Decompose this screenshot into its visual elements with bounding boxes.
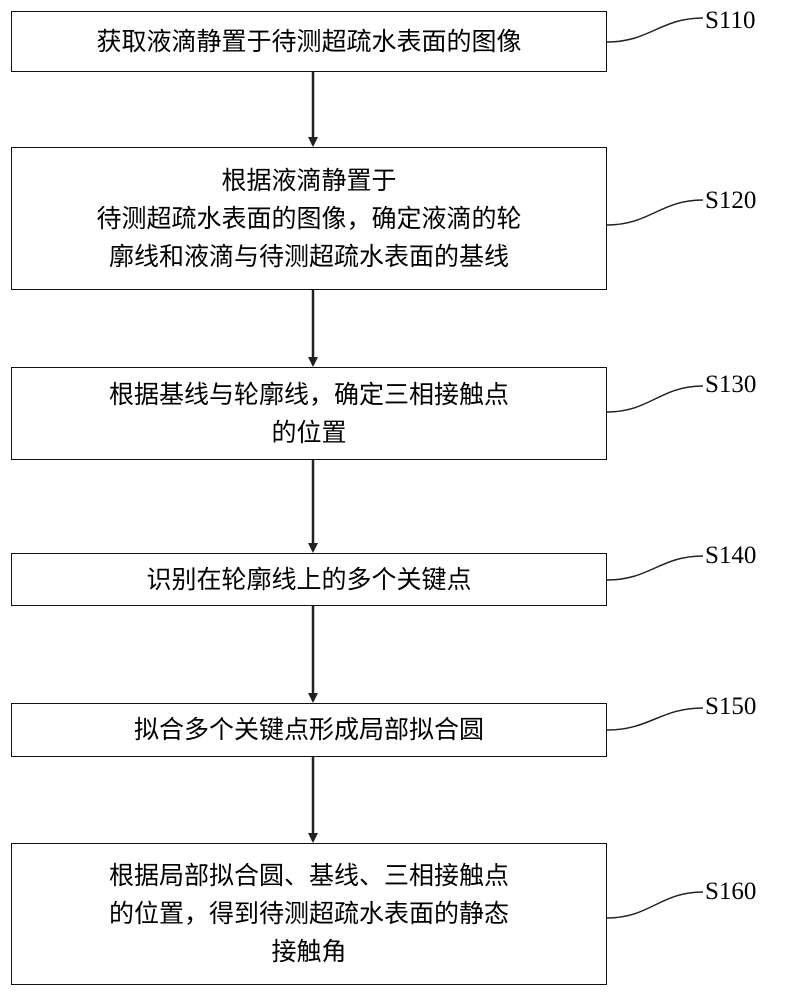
step-box-s110: 获取液滴静置于待测超疏水表面的图像 xyxy=(11,11,607,72)
leader-s140 xyxy=(606,555,704,581)
step-label-s130: S130 xyxy=(705,371,757,398)
step-box-s130: 根据基线与轮廓线，确定三相接触点 的位置 xyxy=(11,367,607,460)
step-label-s150: S150 xyxy=(705,693,757,720)
step-text-s130: 根据基线与轮廓线，确定三相接触点 的位置 xyxy=(108,379,509,447)
leader-s150 xyxy=(606,707,704,731)
step-box-s120: 根据液滴静置于 待测超疏水表面的图像，确定液滴的轮 廓线和液滴与待测超疏水表面的… xyxy=(11,147,607,290)
step-box-s150: 拟合多个关键点形成局部拟合圆 xyxy=(11,703,607,757)
step-label-s110: S110 xyxy=(705,7,756,34)
step-label-s160: S160 xyxy=(705,878,757,905)
leader-s120 xyxy=(606,199,704,226)
step-box-s160: 根据局部拟合圆、基线、三相接触点 的位置，得到待测超疏水表面的静态 接触角 xyxy=(11,843,607,985)
step-text-s150: 拟合多个关键点形成局部拟合圆 xyxy=(133,715,484,744)
step-text-s110: 获取液滴静置于待测超疏水表面的图像 xyxy=(96,26,522,56)
step-label-s120: S120 xyxy=(705,187,757,214)
step-text-s160: 根据局部拟合圆、基线、三相接触点 的位置，得到待测超疏水表面的静态 接触角 xyxy=(108,861,509,966)
leader-s110 xyxy=(606,17,704,43)
step-label-s140: S140 xyxy=(705,542,757,569)
leader-s160 xyxy=(606,891,704,919)
leader-s130 xyxy=(606,385,704,413)
step-text-s140: 识别在轮廓线上的多个关键点 xyxy=(146,564,472,594)
step-box-s140: 识别在轮廓线上的多个关键点 xyxy=(11,553,607,606)
step-text-s120: 根据液滴静置于 待测超疏水表面的图像，确定液滴的轮 廓线和液滴与待测超疏水表面的… xyxy=(96,165,522,271)
